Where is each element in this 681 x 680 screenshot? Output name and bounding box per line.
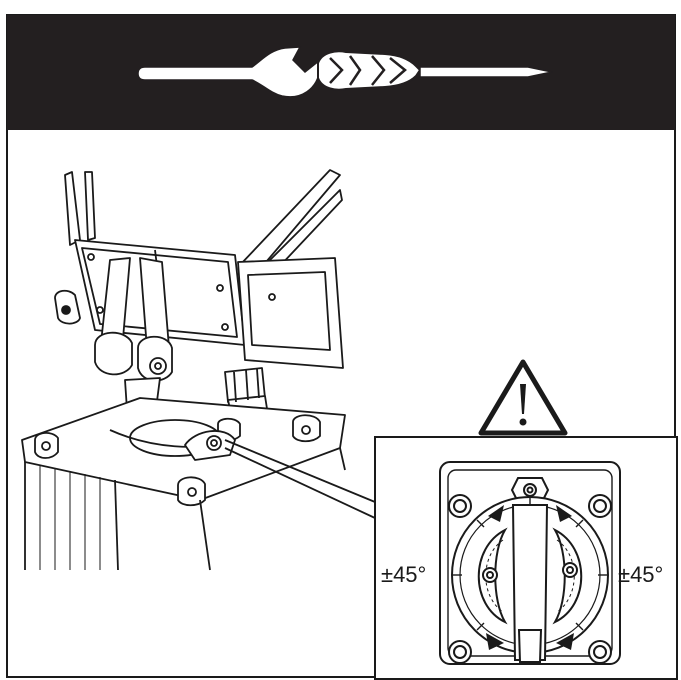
arrow-bottom-right-icon [556,633,574,650]
rotary-dial-detail [439,461,621,665]
arrow-top-left-icon [488,505,504,522]
valve-assembly-illustration [21,169,346,571]
right-angle-label: ±45° [618,562,664,587]
arrow-bottom-left-icon [486,633,504,650]
arrow-top-right-icon [556,505,572,522]
wrench-icon [137,46,321,98]
warning-triangle-icon [478,359,568,436]
rotation-arrows [486,505,574,650]
left-angle-label: ±45° [381,562,427,587]
callout-leader-lines [224,439,376,519]
screwdriver-icon [317,50,553,91]
